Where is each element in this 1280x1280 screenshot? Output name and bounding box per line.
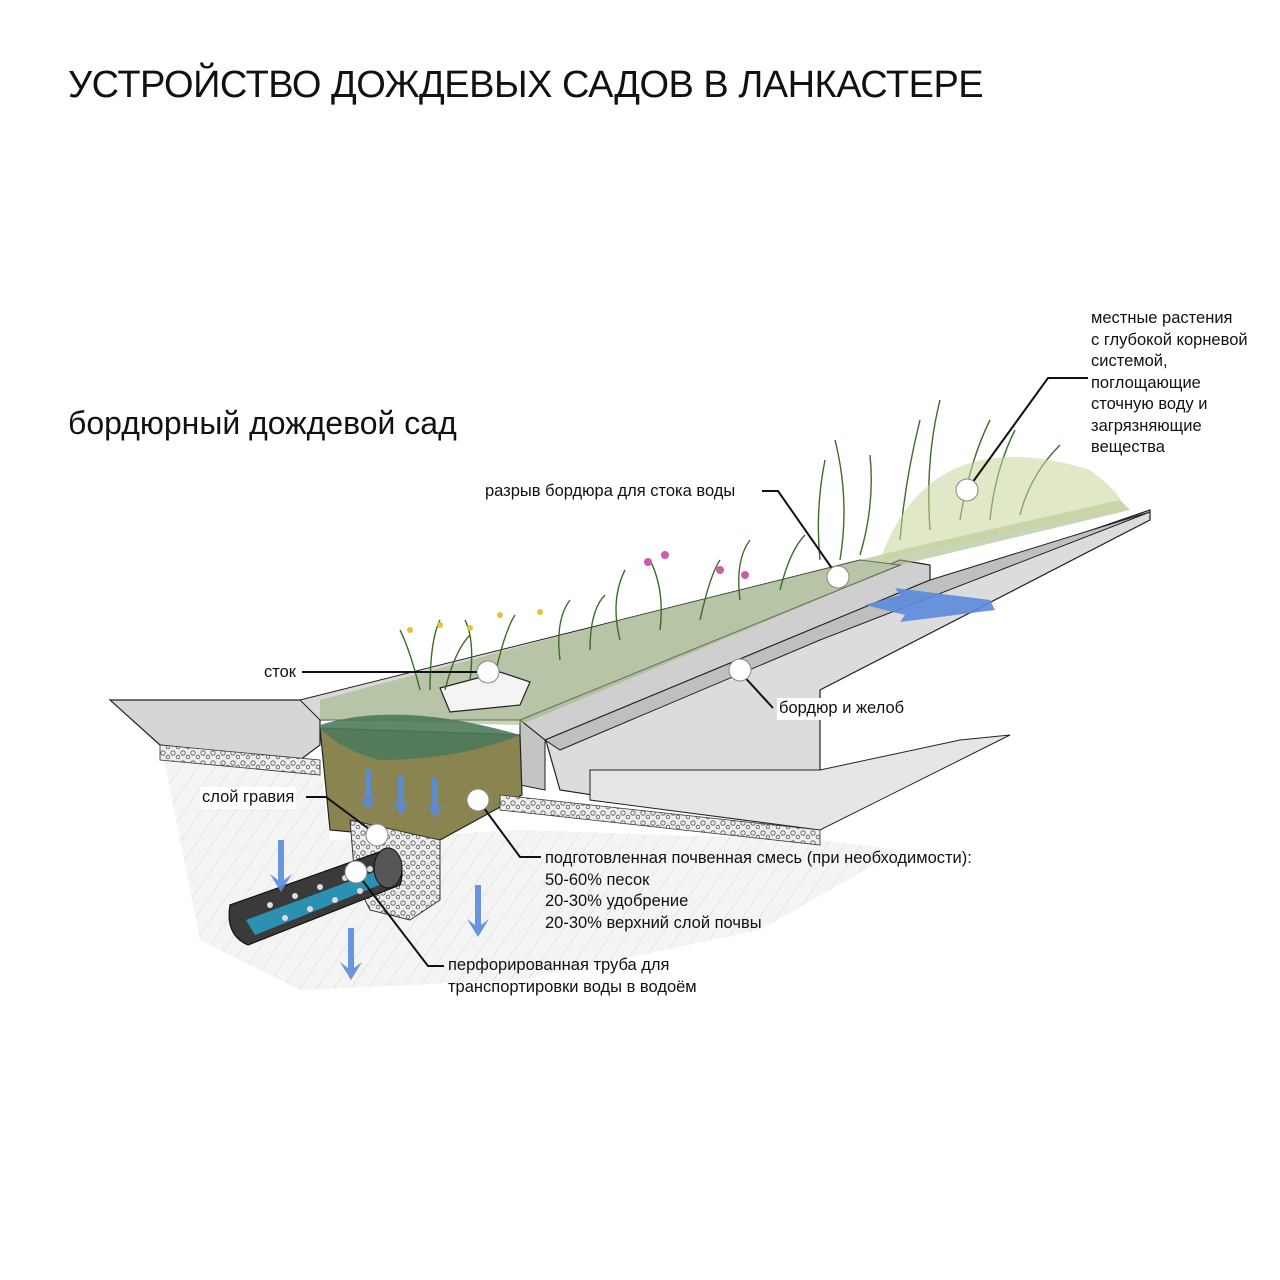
label-line: транспортировки воды в водоём [448, 977, 697, 996]
label-line: 20-30% верхний слой почвы [545, 913, 762, 932]
label-line: подготовленная почвенная смесь (при необ… [545, 849, 972, 867]
ground-cross-section [160, 740, 900, 990]
leader-gravel [306, 796, 378, 836]
gravel-strip-left [159, 744, 321, 776]
label-curb-gutter: бордюр и желоб [777, 698, 907, 720]
label-line: 20-30% удобрение [545, 892, 689, 910]
label-perforated-pipe: перфорированная труба для транспортировк… [448, 955, 697, 998]
label-line: с глубокой корневой [1091, 330, 1248, 349]
label-line: поглощающие [1091, 373, 1201, 392]
leader-pipe [355, 871, 444, 967]
road-band [589, 734, 1011, 831]
label-soil-mix: подготовленная почвенная смесь (при необ… [545, 848, 972, 934]
label-line: 50-60% песок [545, 870, 650, 889]
label-line: загрязняющие [1091, 416, 1202, 435]
diagram-subtitle: бордюрный дождевой сад [68, 405, 457, 441]
leader-lines [302, 377, 1088, 967]
flowers [644, 551, 749, 579]
garden-bed [320, 500, 1130, 725]
label-drain: сток [262, 662, 299, 684]
label-gravel: слой гравия [200, 787, 297, 809]
callout-dots [344, 478, 979, 884]
page-title: УСТРОЙСТВО ДОЖДЕВЫХ САДОВ В ЛАНКАСТЕРЕ [68, 64, 984, 106]
water-flow-arrows [270, 588, 995, 980]
tall-grass-cluster [880, 456, 1122, 560]
leader-plants [966, 377, 1088, 491]
street-flow-arrow [865, 588, 995, 622]
label-line: вещества [1091, 438, 1165, 456]
label-line: перфорированная труба для [448, 956, 670, 974]
yellow-flowers [407, 609, 543, 633]
leader-soil [477, 799, 541, 858]
leader-curb-cut [762, 490, 839, 578]
label-line: системой, [1091, 352, 1168, 370]
label-line: сточную воду и [1091, 395, 1208, 413]
label-line: местные растения [1091, 309, 1233, 327]
road-surface [539, 509, 1151, 831]
label-native-plants: местные растения с глубокой корневой сис… [1091, 308, 1248, 459]
soil-top-vegetation [320, 714, 520, 760]
label-curb-cut: разрыв бордюра для стока воды [483, 481, 738, 503]
gravel-strip [499, 794, 821, 846]
gutter [543, 511, 1151, 751]
